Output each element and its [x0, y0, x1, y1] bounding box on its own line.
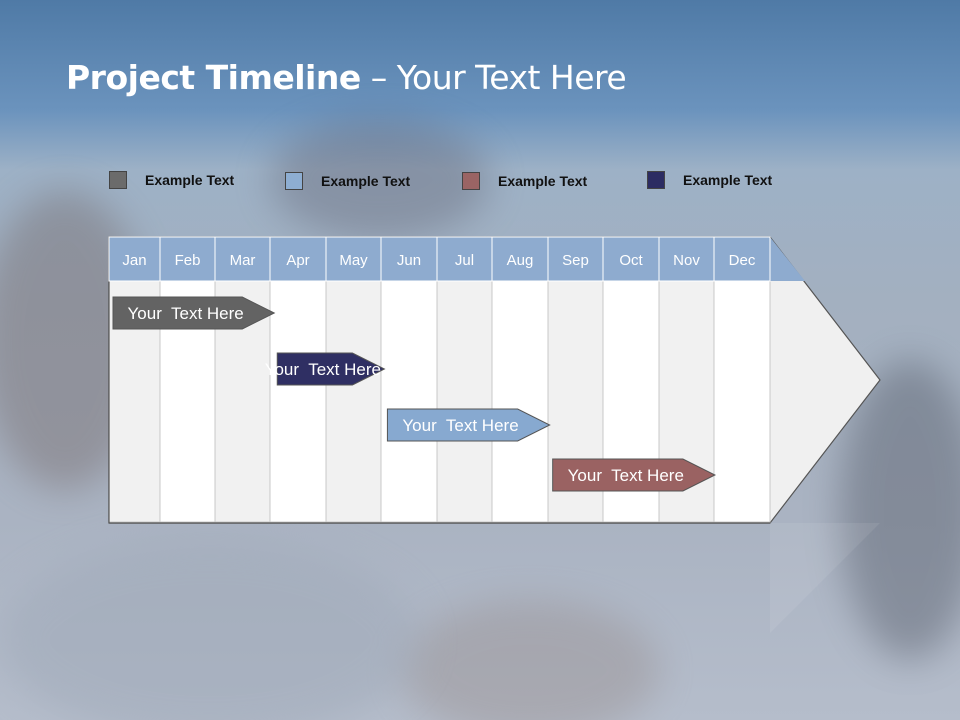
- title-rest: – Your Text Here: [360, 58, 627, 97]
- task-bar-3: Your Text Here: [386, 408, 551, 442]
- legend-swatch-1: [109, 171, 127, 189]
- month-column-dec: [713, 236, 771, 523]
- month-label-apr: Apr: [286, 252, 309, 269]
- month-label-nov: Nov: [673, 252, 700, 269]
- background-hands: [400, 600, 660, 720]
- task-label-3: Your Text Here: [402, 416, 518, 435]
- month-header-jun: [380, 236, 438, 282]
- month-header-jan: [108, 236, 161, 282]
- month-label-oct: Oct: [619, 252, 643, 269]
- month-label-dec: Dec: [729, 252, 756, 269]
- arrow-reflection: [770, 523, 880, 633]
- legend-item-3: Example Text: [462, 172, 587, 190]
- month-label-jan: Jan: [122, 252, 146, 269]
- legend-swatch-3: [462, 172, 480, 190]
- month-column-jan: [108, 236, 161, 523]
- month-header-oct: [602, 236, 660, 282]
- task-bar-2: Your Text Here: [265, 352, 386, 386]
- month-header-dec: [713, 236, 771, 282]
- task-bar-4: Your Text Here: [552, 458, 717, 492]
- task-label-4: Your Text Here: [568, 466, 684, 485]
- legend-swatch-4: [647, 171, 665, 189]
- month-label-mar: Mar: [230, 252, 256, 269]
- background-laptop: [0, 540, 420, 720]
- month-label-sep: Sep: [562, 252, 589, 269]
- month-column-mar: [214, 236, 271, 523]
- slide-title: Project Timeline – Your Text Here: [66, 58, 627, 97]
- month-label-aug: Aug: [507, 252, 534, 269]
- month-header-sep: [547, 236, 604, 282]
- task-bar-1: Your Text Here: [112, 296, 276, 330]
- month-label-jul: Jul: [455, 252, 474, 269]
- legend-label-3: Example Text: [498, 173, 588, 189]
- header-arrow-tip: [770, 237, 805, 281]
- title-bold: Project Timeline: [66, 58, 361, 97]
- month-column-jul: [436, 236, 493, 523]
- month-column-aug: [491, 236, 549, 523]
- task-arrow-2: [276, 352, 386, 386]
- month-header-may: [325, 236, 382, 282]
- month-header-aug: [491, 236, 549, 282]
- month-label-jun: Jun: [397, 252, 421, 269]
- month-column-jun: [380, 236, 438, 523]
- legend-label-4: Example Text: [683, 172, 773, 188]
- legend-item-2: Example Text: [285, 172, 410, 190]
- task-label-2: Your Text Here: [265, 360, 381, 379]
- legend-label-2: Example Text: [321, 173, 411, 189]
- month-header-jul: [436, 236, 493, 282]
- month-headers: Jan Feb Mar Apr May Jun Jul Aug Sep Oct Nov Dec: [108, 236, 771, 282]
- month-header-feb: [159, 236, 216, 282]
- task-arrow-3: [386, 408, 551, 442]
- month-label-may: May: [339, 252, 368, 269]
- task-arrow-1: [112, 296, 276, 330]
- month-header-nov: [658, 236, 715, 282]
- background-person-top: [270, 120, 490, 240]
- legend-item-4: Example Text: [647, 171, 772, 189]
- background-person-right: [840, 360, 960, 660]
- legend-label-1: Example Text: [145, 172, 235, 188]
- month-header-apr: [269, 236, 327, 282]
- legend-swatch-2: [285, 172, 303, 190]
- month-label-feb: Feb: [175, 252, 201, 269]
- legend-item-1: Example Text: [109, 171, 234, 189]
- task-arrow-4: [552, 458, 717, 492]
- task-label-1: Your Text Here: [128, 304, 244, 323]
